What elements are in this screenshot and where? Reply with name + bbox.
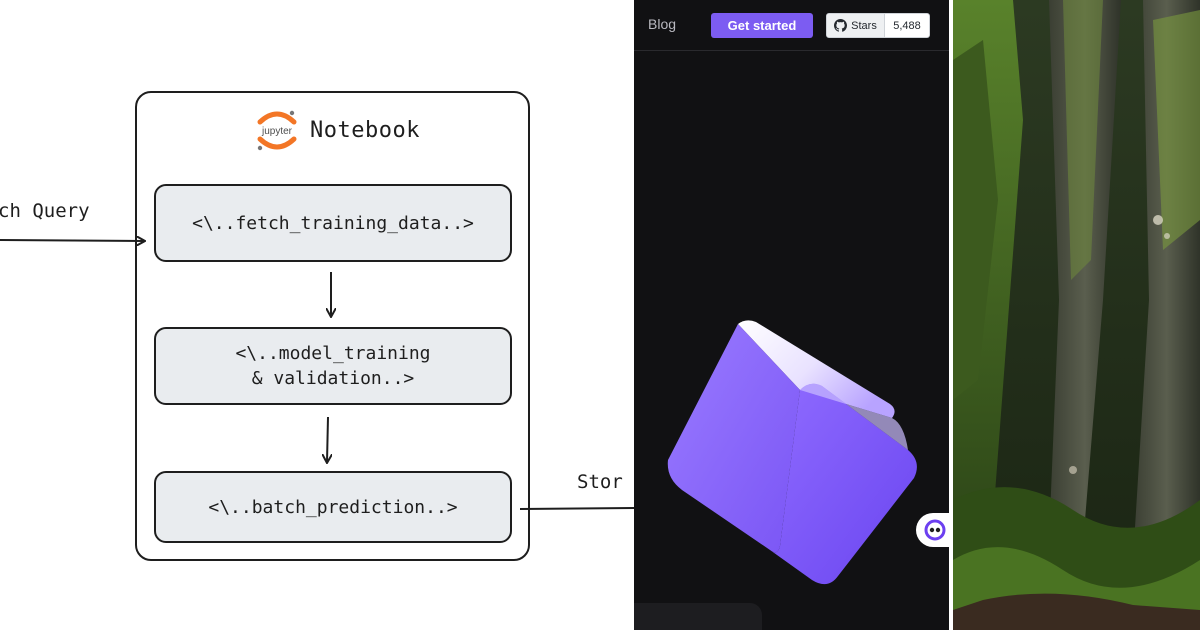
github-stars-widget[interactable]: Stars 5,488 (826, 13, 930, 38)
get-started-button[interactable]: Get started (711, 13, 813, 38)
notebook-title: Notebook (310, 117, 420, 143)
notebook-diagram-panel: jupyter Notebook <\..fetch_training_data… (0, 0, 634, 561)
input-arrow (0, 240, 144, 241)
purple-cube-icon (667, 320, 917, 585)
diagram-arrows (0, 0, 634, 510)
website-panel: Blog Get started Stars 5,488 (634, 0, 949, 630)
nav-link-blog[interactable]: Blog (648, 16, 677, 32)
jupyter-logo-icon: jupyter (257, 110, 297, 151)
panel-divider (949, 0, 953, 630)
output-edge-label: Stor (577, 471, 623, 493)
site-header: Blog Get started Stars 5,488 (634, 0, 949, 51)
chat-widget-button[interactable] (916, 513, 949, 547)
step-model-training: <\..model_training & validation..> (154, 327, 512, 405)
output-line (519, 507, 634, 510)
github-stars-button[interactable]: Stars (827, 14, 885, 37)
github-stars-count[interactable]: 5,488 (893, 19, 921, 32)
step-fetch-training-data: <\..fetch_training_data..> (154, 184, 512, 262)
jupyter-logo-text: jupyter (261, 126, 293, 137)
bottom-card (634, 603, 762, 630)
hero-cube-graphic (660, 318, 926, 592)
notebook-frame (135, 91, 530, 561)
input-edge-label: ch Query (0, 200, 90, 222)
notebook-header: jupyter Notebook (254, 108, 420, 152)
github-stars-label: Stars (851, 19, 877, 32)
forest-photo-image (953, 0, 1200, 630)
step2-to-step3-arrow (327, 416, 328, 462)
github-icon (834, 19, 848, 32)
step-batch-prediction: <\..batch_prediction..> (154, 471, 512, 543)
chat-bot-icon (924, 519, 946, 541)
forest-photo (953, 0, 1200, 630)
